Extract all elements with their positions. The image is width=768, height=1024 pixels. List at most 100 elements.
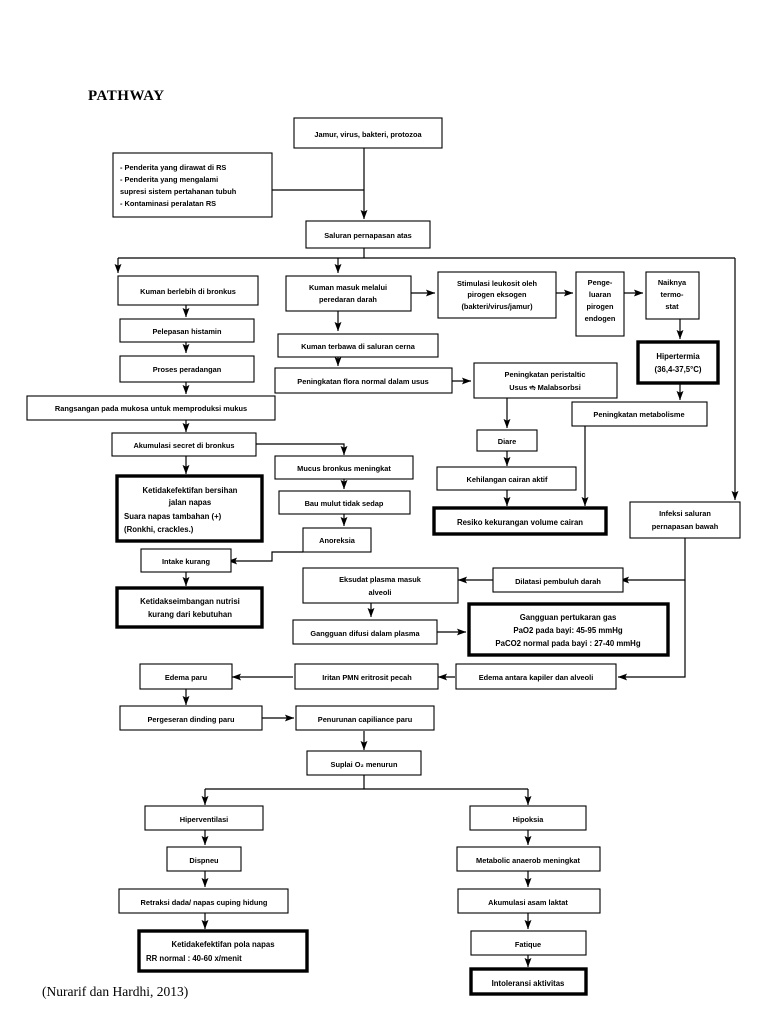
node-label: Diare (498, 437, 517, 446)
node-penurunan-capiliance-paru[interactable]: Penurunan capiliance paru (295, 705, 435, 731)
node-label: Anoreksia (319, 536, 356, 545)
node-label-line-3: Suara napas tambahan (+) (124, 512, 222, 521)
node-label: Akumulasi asam laktat (488, 898, 568, 907)
node-label: Kuman berlebih di bronkus (140, 287, 236, 296)
node-label-line-2: luaran (589, 290, 612, 299)
node-intake-kurang[interactable]: Intake kurang (140, 548, 232, 573)
node-ketidakefektifan-bersihan-jalan-napas[interactable]: Ketidakefektifan bersihan jalan napas Su… (115, 474, 264, 543)
node-anoreksia[interactable]: Anoreksia (302, 527, 372, 553)
node-gangguan-difusi-dalam-plasma[interactable]: Gangguan difusi dalam plasma (292, 619, 438, 645)
node-label: Peningkatan flora normal dalam usus (297, 377, 428, 386)
node-akumulasi-secret-di-bronkus[interactable]: Akumulasi secret di bronkus (111, 432, 257, 457)
node-label-line-2: (36,4-37,5°C) (655, 365, 702, 374)
node-label-line-1: Peningkatan peristaltic (505, 370, 586, 379)
node-label: Edema antara kapiler dan alveoli (479, 673, 594, 682)
node-intoleransi-aktivitas[interactable]: Intoleransi aktivitas (469, 967, 588, 996)
source-caption: (Nurarif dan Hardhi, 2013) (42, 984, 189, 999)
node-resiko-kekurangan-volume-cairan[interactable]: Resiko kekurangan volume cairan (432, 506, 608, 536)
node-label-line-2: kurang dari kebutuhan (148, 610, 232, 619)
node-label: Dilatasi pembuluh darah (515, 577, 601, 586)
node-label: Intoleransi aktivitas (492, 979, 565, 988)
node-peningkatan-peristaltic[interactable]: Peningkatan peristaltic Usus ➬ Malabsorb… (473, 362, 618, 399)
node-iritan-pmn-eritrosit-pecah[interactable]: Iritan PMN eritrosit pecah (294, 663, 439, 690)
node-label-line-2: alveoli (368, 588, 391, 597)
node-pelepasan-histamin[interactable]: Pelepasan histamin (119, 318, 255, 343)
node-kehilangan-cairan-aktif[interactable]: Kehilangan cairan aktif (436, 466, 577, 491)
node-akumulasi-asam-laktat[interactable]: Akumulasi asam laktat (457, 888, 601, 914)
node-label-line-1: Eksudat plasma masuk (339, 575, 422, 584)
node-label-line-2: jalan napas (168, 498, 212, 507)
node-label-line-2: termo- (661, 290, 685, 299)
node-faktor-predisposisi[interactable]: - Penderita yang dirawat di RS - Penderi… (112, 152, 273, 218)
node-label: Gangguan difusi dalam plasma (310, 629, 420, 638)
node-ketidakseimbangan-nutrisi[interactable]: Ketidakseimbangan nutrisi kurang dari ke… (115, 586, 264, 629)
node-pergeseran-dinding-paru[interactable]: Pergeseran dinding paru (119, 705, 263, 731)
node-label: Hiperventilasi (180, 815, 228, 824)
node-label-line-4: - Kontaminasi peralatan RS (120, 199, 216, 208)
node-kuman-berlebih-di-bronkus[interactable]: Kuman berlebih di bronkus (117, 275, 259, 306)
node-kuman-masuk-melalui-peredaran-darah[interactable]: Kuman masuk melalui peredaran darah (285, 275, 412, 312)
node-retraksi-dada-napas-cuping-hidung[interactable]: Retraksi dada/ napas cuping hidung (118, 888, 289, 914)
node-label-line-2: - Penderita yang mengalami (120, 175, 218, 184)
node-gangguan-pertukaran-gas[interactable]: Gangguan pertukaran gas PaO2 pada bayi: … (467, 602, 670, 657)
node-label: Rangsangan pada mukosa untuk memproduksi… (55, 404, 247, 413)
node-pengeluaran-pirogen-endogen[interactable]: Penge- luaran pirogen endogen (575, 271, 625, 337)
node-mucus-bronkus-meningkat[interactable]: Mucus bronkus meningkat (274, 455, 414, 480)
node-infeksi-saluran-pernapasan-bawah[interactable]: Infeksi saluran pernapasan bawah (629, 501, 741, 539)
node-label: Resiko kekurangan volume cairan (457, 518, 583, 527)
node-saluran-pernapasan-atas[interactable]: Saluran pernapasan atas (305, 220, 431, 249)
node-label: Dispneu (189, 856, 219, 865)
node-proses-peradangan[interactable]: Proses peradangan (119, 355, 255, 383)
node-label-line-3: (bakteri/virus/jamur) (461, 302, 533, 311)
node-diare[interactable]: Diare (476, 429, 538, 452)
node-label-line-4: (Ronkhi, crackles.) (124, 525, 194, 534)
page-title: PATHWAY (88, 88, 165, 104)
node-label: Kehilangan cairan aktif (467, 475, 548, 484)
node-eksudat-plasma-masuk-alveoli[interactable]: Eksudat plasma masuk alveoli (302, 567, 459, 604)
node-stimulasi-leukosit[interactable]: Stimulasi leukosit oleh pirogen eksogen … (437, 271, 557, 319)
node-label-line-3: PaCO2 normal pada bayi : 27-40 mmHg (495, 639, 640, 648)
node-label: Fatique (515, 940, 541, 949)
node-label: Mucus bronkus meningkat (297, 464, 391, 473)
node-bau-mulut-tidak-sedap[interactable]: Bau mulut tidak sedap (278, 490, 411, 515)
node-label-line-3: stat (665, 302, 679, 311)
node-label-line-1: Hipertermia (656, 352, 700, 361)
node-edema-paru[interactable]: Edema paru (139, 663, 233, 690)
node-hipertermia[interactable]: Hipertermia (36,4-37,5°C) (636, 340, 720, 385)
node-dispneu[interactable]: Dispneu (166, 846, 242, 872)
node-label: Suplai O₂ menurun (331, 760, 398, 769)
node-label-line-2: pernapasan bawah (652, 522, 719, 531)
node-label: Penurunan capiliance paru (318, 715, 413, 724)
node-label-line-1: Penge- (588, 278, 613, 287)
node-label: Edema paru (165, 673, 208, 682)
node-hiperventilasi[interactable]: Hiperventilasi (144, 805, 264, 831)
node-edema-antara-kapiler-alveoli[interactable]: Edema antara kapiler dan alveoli (455, 663, 617, 690)
node-peningkatan-metabolisme[interactable]: Peningkatan metabolisme (571, 401, 708, 427)
node-label: Akumulasi secret di bronkus (133, 441, 234, 450)
node-metabolic-anaerob-meningkat[interactable]: Metabolic anaerob meningkat (456, 846, 601, 872)
node-dilatasi-pembuluh-darah[interactable]: Dilatasi pembuluh darah (492, 567, 624, 593)
node-layer: Jamur, virus, bakteri, protozoa - Pender… (26, 117, 741, 996)
node-label-line-1: Ketidakseimbangan nutrisi (140, 597, 240, 606)
node-jamur-virus-bakteri-protozoa[interactable]: Jamur, virus, bakteri, protozoa (293, 117, 443, 149)
node-label-line-3: supresi sistem pertahanan tubuh (120, 187, 237, 196)
node-label-line-1: Kuman masuk melalui (309, 283, 387, 292)
edge-layer (114, 148, 739, 968)
node-label-line-1: Ketidakefektifan pola napas (171, 940, 275, 949)
node-fatique[interactable]: Fatique (470, 930, 587, 956)
node-peningkatan-flora-normal-usus[interactable]: Peningkatan flora normal dalam usus (274, 367, 453, 394)
node-hipoksia[interactable]: Hipoksia (469, 805, 587, 831)
node-ketidakefektifan-pola-napas[interactable]: Ketidakefektifan pola napas RR normal : … (137, 929, 309, 973)
node-label: Iritan PMN eritrosit pecah (322, 673, 412, 682)
node-label: Pelepasan histamin (152, 327, 221, 336)
node-label-line-3: pirogen (586, 302, 614, 311)
node-rangsangan-mukosa-mukus[interactable]: Rangsangan pada mukosa untuk memproduksi… (26, 395, 276, 421)
node-kuman-terbawa-saluran-cerna[interactable]: Kuman terbawa di saluran cerna (277, 333, 439, 358)
node-label-line-2: PaO2 pada bayi: 45-95 mmHg (513, 626, 622, 635)
node-label: Kuman terbawa di saluran cerna (301, 342, 416, 351)
node-suplai-o2-menurun[interactable]: Suplai O₂ menurun (306, 750, 422, 776)
node-naiknya-termostat[interactable]: Naiknya termo- stat (645, 271, 700, 320)
node-label: Intake kurang (162, 557, 211, 566)
